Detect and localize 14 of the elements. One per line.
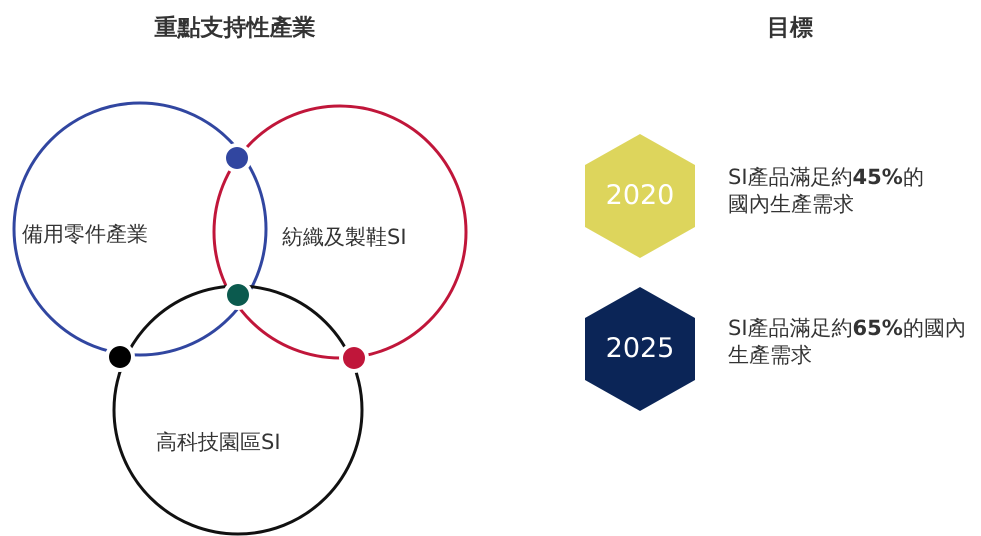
hexagon: [585, 134, 695, 258]
column-heading: 目標: [767, 14, 813, 43]
goal-text: SI產品滿足約65%的國內生產需求: [728, 315, 967, 370]
venn-circle: [212, 104, 468, 360]
year-label: 2025: [604, 335, 676, 362]
circle-label: 高科技園區SI: [156, 430, 281, 456]
goal-text: SI產品滿足約45%的國內生產需求: [728, 164, 925, 218]
venn-circle: [12, 101, 268, 357]
circle-label: 備用零件產業: [22, 222, 148, 248]
venn-circle: [112, 284, 364, 536]
column-heading: 重點支持性產業: [154, 14, 316, 43]
year-label: 2020: [604, 182, 676, 209]
hexagon: [585, 287, 695, 411]
circle-label: 紡織及製鞋SI: [282, 225, 407, 250]
